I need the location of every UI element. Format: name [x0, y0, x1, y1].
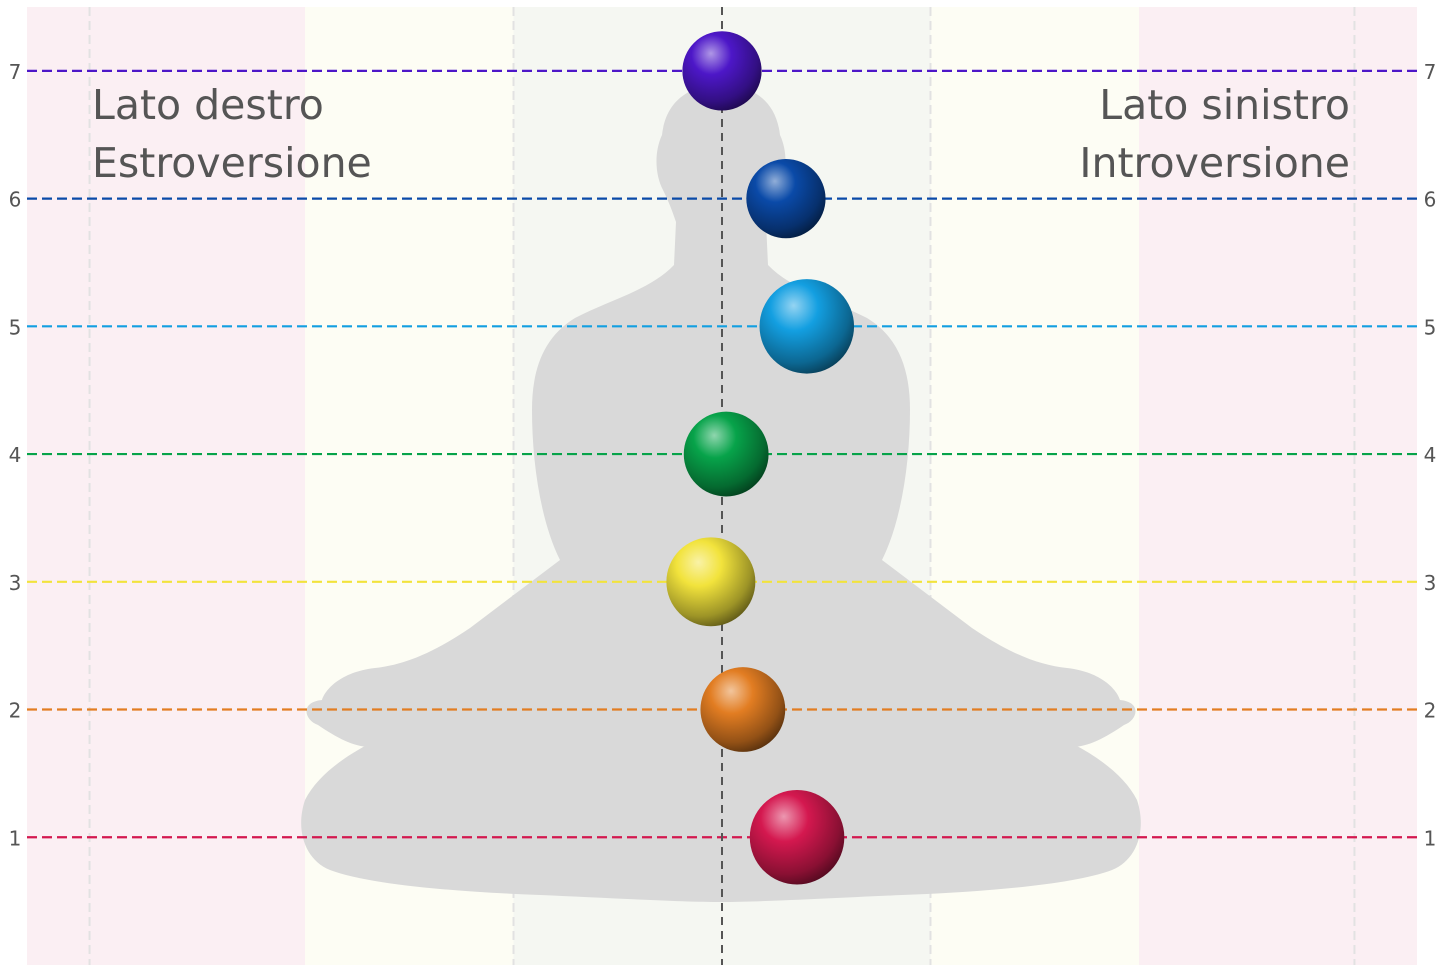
y-tick-label-right: 5	[1424, 315, 1437, 339]
chakra-point-7	[682, 31, 761, 110]
y-tick-label-left: 2	[9, 699, 22, 723]
chakra-point-1	[750, 790, 845, 885]
chakra-point-4	[684, 412, 769, 497]
y-tick-labels-left: 1 2 3 4 5 6 7	[9, 60, 22, 850]
y-tick-label-left: 6	[9, 188, 22, 212]
y-tick-label-left: 3	[9, 571, 22, 595]
y-tick-labels-right: 1 2 3 4 5 6 7	[1424, 60, 1437, 850]
y-tick-label-left: 5	[9, 315, 22, 339]
y-tick-label-right: 1	[1424, 826, 1437, 850]
left-side-label-line2: Estroversione	[92, 134, 372, 192]
y-tick-label-left: 7	[9, 60, 22, 84]
y-tick-label-left: 1	[9, 826, 22, 850]
y-tick-label-right: 3	[1424, 571, 1437, 595]
y-tick-label-right: 7	[1424, 60, 1437, 84]
y-tick-label-right: 4	[1424, 443, 1437, 467]
left-side-label: Lato destro Estroversione	[92, 76, 372, 192]
y-tick-label-left: 4	[9, 443, 22, 467]
left-side-label-line1: Lato destro	[92, 76, 372, 134]
right-side-label-line1: Lato sinistro	[1079, 76, 1350, 134]
y-tick-label-right: 6	[1424, 188, 1437, 212]
chakra-point-5	[760, 279, 855, 374]
chakra-point-2	[700, 667, 785, 752]
chakra-point-6	[746, 159, 825, 238]
y-tick-label-right: 2	[1424, 699, 1437, 723]
right-side-label-line2: Introversione	[1079, 134, 1350, 192]
right-side-label: Lato sinistro Introversione	[1079, 76, 1350, 192]
chakra-point-3	[666, 537, 755, 626]
